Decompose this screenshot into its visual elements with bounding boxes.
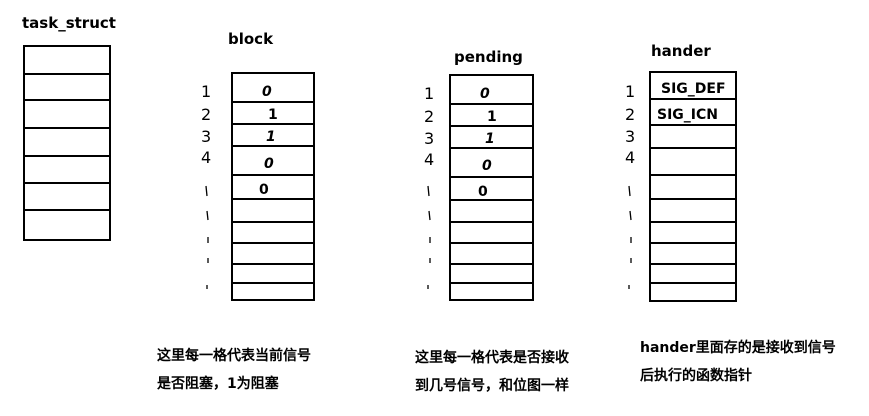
hander-title: hander — [651, 42, 711, 60]
pending-continuation-marks — [427, 185, 431, 289]
hander-cell-1: SIG_DEF — [661, 81, 726, 97]
pending-row-index-1: 1 — [424, 84, 434, 103]
hander-continuation-marks — [628, 185, 632, 289]
block-value-3: 1 — [266, 129, 276, 145]
block-row-index-4: 4 — [201, 148, 211, 167]
pending-value-1: 0 — [480, 86, 490, 102]
pending-value-4: 0 — [482, 158, 492, 174]
pending-value-3: 1 — [485, 131, 495, 147]
task-struct-table — [23, 45, 111, 241]
block-row-index-3: 3 — [201, 127, 211, 146]
block-value-4: 0 — [264, 156, 274, 172]
block-value-5: 0 — [259, 182, 269, 198]
pending-value-5: 0 — [478, 184, 488, 200]
block-table — [231, 72, 315, 301]
block-continuation-marks — [205, 185, 209, 289]
pending-note: 这里每一格代表是否接收 到几号信号，和位图一样 — [415, 344, 569, 400]
pending-row-index-4: 4 — [424, 150, 434, 169]
block-title: block — [228, 30, 274, 48]
block-note-line-2: 是否阻塞，1为阻塞 — [157, 376, 279, 392]
pending-row-index-2: 2 — [424, 107, 434, 126]
hander-table — [649, 71, 737, 302]
block-row-index: 1 2 3 4 — [201, 82, 211, 167]
hander-row-index: 1 2 3 4 — [625, 82, 635, 167]
block-note: 这里每一格代表当前信号 是否阻塞，1为阻塞 — [157, 342, 311, 398]
pending-row-index: 1 2 3 4 — [424, 84, 434, 169]
pending-row-index-3: 3 — [424, 129, 434, 148]
hander-row-index-4: 4 — [625, 148, 635, 167]
task-struct-title: task_struct — [22, 14, 116, 32]
pending-note-line-2: 到几号信号，和位图一样 — [415, 378, 569, 394]
pending-table — [449, 74, 534, 301]
block-value-1: 0 — [262, 84, 272, 100]
hander-note-line-2: 后执行的函数指针 — [640, 368, 752, 384]
hander-row-index-1: 1 — [625, 82, 635, 101]
hander-row-index-3: 3 — [625, 127, 635, 146]
pending-title: pending — [454, 48, 523, 66]
pending-value-2: 1 — [487, 109, 497, 125]
hander-cell-2: SIG_ICN — [657, 107, 718, 123]
block-row-index-2: 2 — [201, 105, 211, 124]
hander-row-index-2: 2 — [625, 105, 635, 124]
hander-note: hander里面存的是接收到信号 后执行的函数指针 — [640, 334, 836, 390]
block-value-2: 1 — [268, 107, 278, 123]
hander-note-line-1: hander里面存的是接收到信号 — [640, 340, 836, 356]
block-note-line-1: 这里每一格代表当前信号 — [157, 348, 311, 364]
pending-note-line-1: 这里每一格代表是否接收 — [415, 350, 569, 366]
block-row-index-1: 1 — [201, 82, 211, 101]
